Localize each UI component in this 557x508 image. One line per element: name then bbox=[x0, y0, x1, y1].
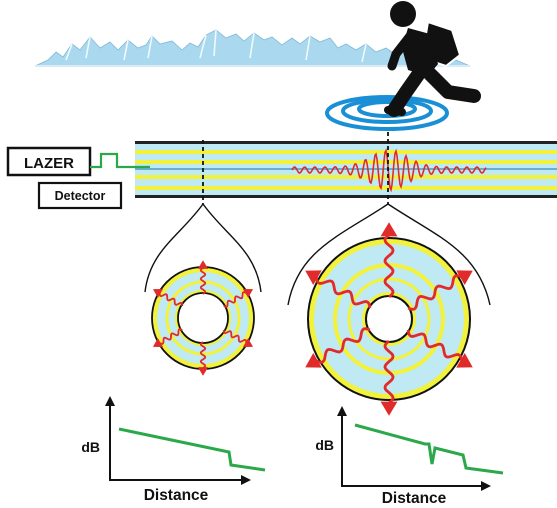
detector: Detector bbox=[37, 181, 123, 210]
vibration-arrowhead bbox=[152, 338, 164, 348]
right-graph-xlabel: Distance bbox=[382, 490, 447, 507]
detector-label: Detector bbox=[55, 189, 106, 203]
fiber-cross-section-large bbox=[305, 222, 473, 416]
vibration-arrowhead bbox=[380, 401, 398, 416]
right-signal-trace bbox=[354, 423, 504, 475]
vibration-arrow bbox=[158, 292, 184, 306]
vibration-arrowhead bbox=[197, 367, 209, 376]
vibration-arrowhead bbox=[152, 288, 164, 298]
vibration-arrow bbox=[159, 328, 183, 345]
laser-pulse bbox=[90, 152, 150, 169]
right-graph-ylabel: dB bbox=[315, 437, 334, 453]
vibration-arrow bbox=[222, 330, 248, 344]
fiber-cable bbox=[135, 141, 557, 198]
vibration-arrowhead bbox=[242, 288, 254, 298]
left-signal-trace bbox=[118, 427, 266, 472]
fiber-cross-section-small bbox=[151, 260, 255, 376]
vibration-arrow bbox=[383, 339, 395, 405]
vibration-arrowhead bbox=[380, 222, 398, 237]
left-graph-xlabel: Distance bbox=[144, 487, 209, 504]
vibration-arrowhead bbox=[242, 338, 254, 348]
vibration-arrowhead bbox=[456, 352, 473, 368]
vibration-arrowhead bbox=[305, 270, 322, 286]
magnification-lines bbox=[144, 203, 491, 306]
vibration-arrow bbox=[199, 341, 207, 369]
vibration-arrowhead bbox=[305, 352, 322, 368]
right-signal-graph: dB Distance bbox=[315, 406, 504, 507]
vibration-arrowhead bbox=[197, 260, 209, 269]
laser-label: LAZER bbox=[24, 155, 74, 172]
vibration-arrow bbox=[199, 267, 207, 295]
vibration-arrow bbox=[406, 329, 464, 362]
vibration-arrowhead bbox=[456, 270, 473, 286]
walking-person-icon bbox=[384, 1, 481, 117]
vibration-arrow bbox=[314, 276, 372, 309]
ripple-waves-icon bbox=[325, 95, 449, 131]
vibration-arrow bbox=[407, 274, 463, 311]
left-signal-graph: dB Distance bbox=[81, 396, 266, 504]
vibration-arrow bbox=[383, 233, 395, 299]
left-graph-ylabel: dB bbox=[81, 439, 100, 455]
laser-source: LAZER bbox=[6, 146, 150, 177]
vibration-arrow bbox=[315, 327, 371, 364]
vibration-wave bbox=[291, 148, 487, 193]
vibration-arrow bbox=[223, 291, 247, 308]
cross-section-markers bbox=[202, 132, 389, 204]
mountain-range-icon bbox=[34, 29, 471, 67]
